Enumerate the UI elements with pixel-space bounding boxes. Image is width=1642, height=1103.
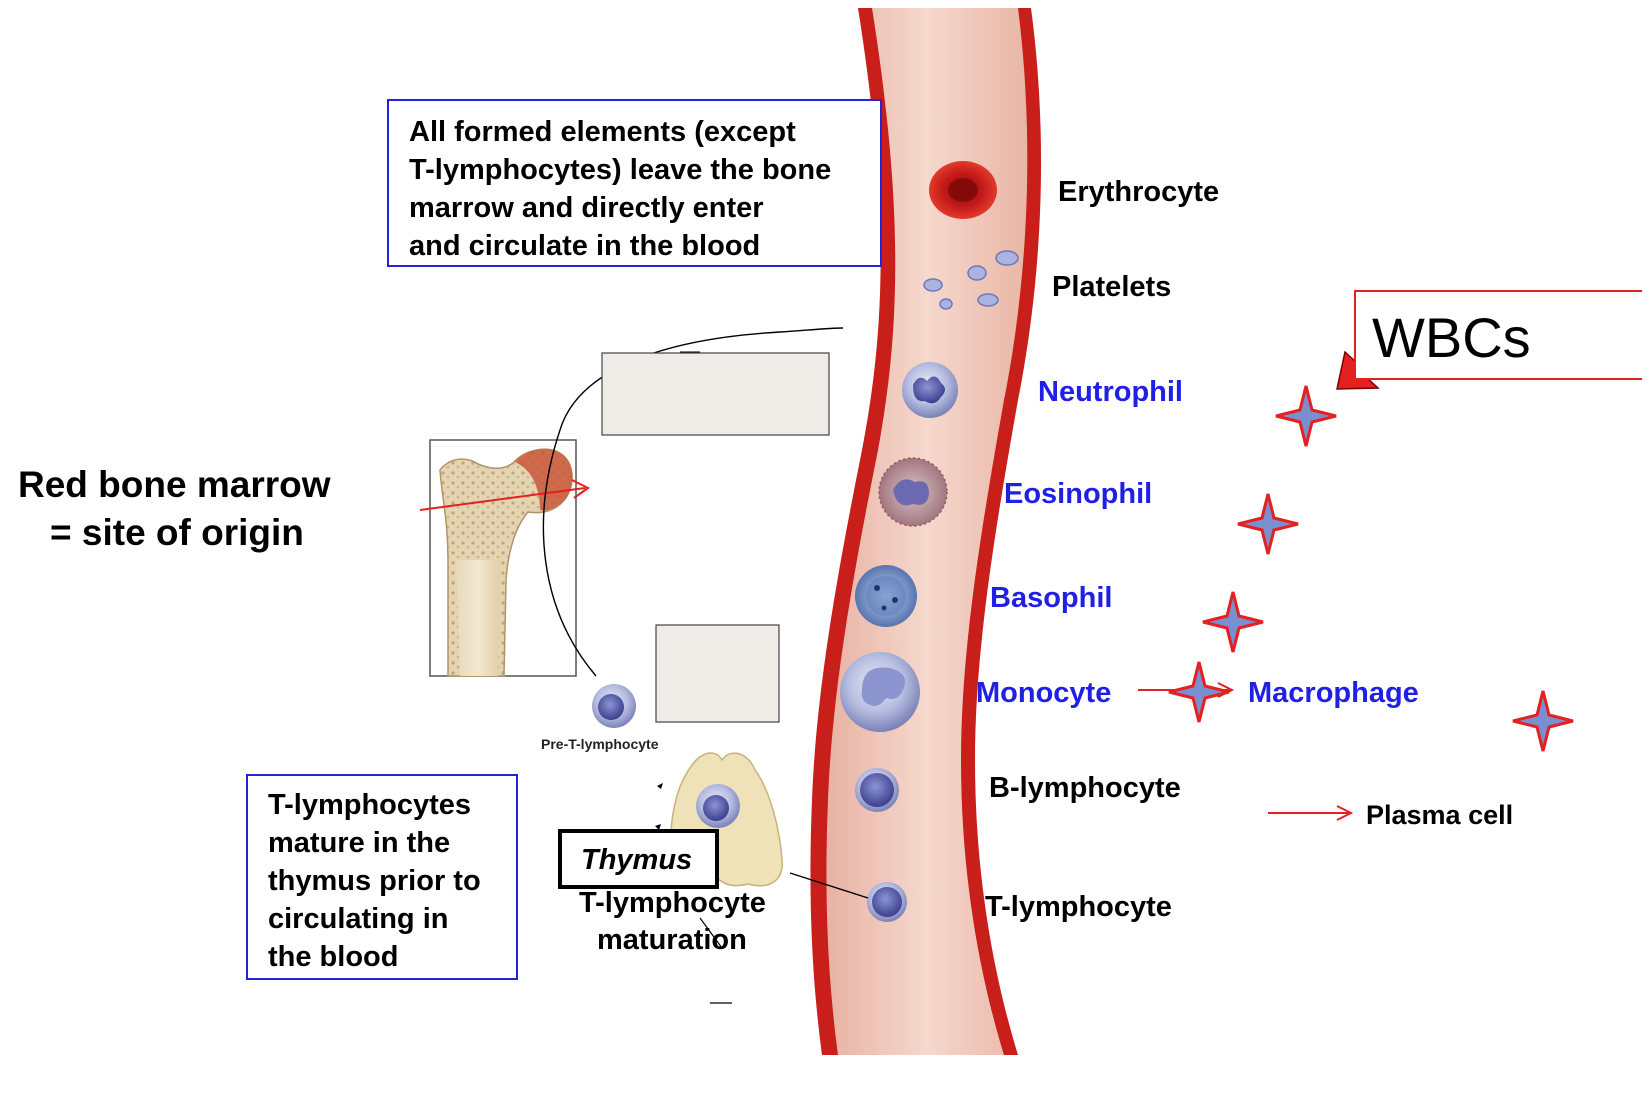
wbc-star-marker [1238, 494, 1298, 554]
platelets-label: Platelets [1052, 273, 1171, 302]
red-bone-marrow-label: Red bone marrow [18, 466, 331, 503]
note-line: T-lymphocytes [268, 786, 516, 824]
t-lymphocyte-label: T-lymphocyte [985, 893, 1172, 922]
plasma-cell-label: Plasma cell [1366, 802, 1513, 829]
t-lymphocyte-maturation-line2: maturation [597, 926, 747, 955]
pre-t-lymphocyte-label: Pre-T-lymphocyte [541, 737, 658, 751]
site-of-origin-label: = site of origin [50, 514, 304, 551]
t-lymphocyte-maturation-line1: T-lymphocyte [579, 889, 766, 918]
blank-label-box-2 [656, 625, 779, 722]
basophil-label: Basophil [990, 584, 1112, 613]
formed-elements-note: All formed elements (except T-lymphocyte… [387, 99, 882, 267]
note-line: All formed elements (except [409, 113, 880, 151]
wbc-star-marker [1513, 691, 1573, 751]
note-line: the blood [268, 938, 516, 976]
note-line: mature in the [268, 824, 516, 862]
thymus-label: Thymus [581, 846, 692, 875]
wbc-star-marker [1276, 386, 1336, 446]
b-lymphocyte-cell [855, 768, 899, 812]
bone-illustration [430, 440, 576, 676]
macrophage-label: Macrophage [1248, 679, 1419, 708]
neutrophil-label: Neutrophil [1038, 378, 1183, 407]
note-line: and circulate in the blood [409, 227, 880, 265]
wbc-star-marker [1169, 662, 1229, 722]
blank-label-box-1 [602, 353, 829, 435]
wbc-star-marker [1203, 592, 1263, 652]
note-line: T-lymphocytes) leave the bone [409, 151, 880, 189]
t-lymphocyte-cell [867, 882, 907, 922]
neutrophil-cell [902, 362, 958, 418]
monocyte-cell [840, 652, 920, 732]
pre-t-lymphocyte-cell [592, 684, 636, 728]
eosinophil-label: Eosinophil [1004, 480, 1152, 509]
note-line: circulating in [268, 900, 516, 938]
eosinophil-cell [879, 458, 947, 526]
note-line: thymus prior to [268, 862, 516, 900]
basophil-cell [855, 565, 917, 627]
erythrocyte-label: Erythrocyte [1058, 178, 1219, 207]
t-lymphocyte-note: T-lymphocytes mature in the thymus prior… [246, 774, 518, 980]
wbcs-label: WBCs [1372, 310, 1531, 366]
b-lymphocyte-label: B-lymphocyte [989, 774, 1181, 803]
note-line: marrow and directly enter [409, 189, 880, 227]
monocyte-label: Monocyte [976, 679, 1111, 708]
